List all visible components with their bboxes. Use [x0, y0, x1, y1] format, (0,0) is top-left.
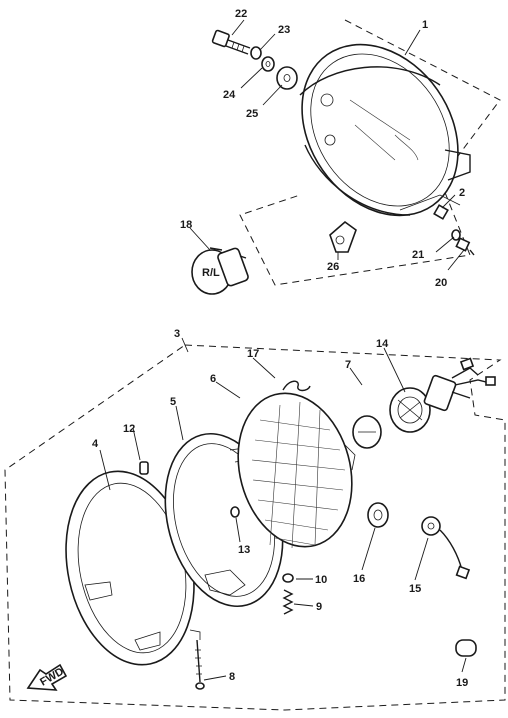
callout-labels: 22 23 1 24 25 2 18 21 26 20 3 14 17 7 6 …	[92, 8, 468, 689]
screw-8	[195, 639, 205, 690]
headlight-body	[299, 43, 471, 217]
bracket-26	[329, 220, 357, 253]
callout-2: 2	[459, 187, 465, 199]
callout-8: 8	[229, 671, 235, 683]
grommet-16	[367, 502, 389, 528]
socket-14	[389, 357, 496, 433]
spring-clip-17	[282, 380, 311, 392]
callout-9: 9	[316, 601, 322, 613]
callout-14: 14	[376, 338, 389, 350]
lens-unit-6	[237, 392, 356, 549]
washer-24	[261, 56, 275, 72]
callout-7: 7	[345, 359, 351, 371]
cap-19	[455, 639, 477, 657]
callout-1: 1	[422, 19, 428, 31]
callout-16: 16	[353, 573, 365, 585]
bulb-marking: R/L	[202, 267, 220, 279]
callout-13: 13	[238, 544, 250, 556]
nut-10	[282, 573, 294, 583]
leader-lines	[99, 19, 467, 681]
callout-24: 24	[223, 89, 236, 101]
callout-6: 6	[210, 373, 216, 385]
bulb-7	[352, 415, 382, 449]
callout-26: 26	[327, 261, 339, 273]
callout-23: 23	[278, 24, 290, 36]
washer-21	[451, 229, 461, 241]
screw-20	[455, 237, 475, 256]
bracket-15	[421, 516, 471, 580]
callout-18: 18	[180, 219, 192, 231]
callout-10: 10	[315, 574, 327, 586]
callout-21: 21	[412, 249, 424, 261]
spring-9	[282, 589, 294, 615]
forward-arrow-icon: FWD	[26, 663, 68, 691]
washer-23	[250, 46, 262, 60]
grommet-2	[433, 204, 449, 220]
callout-17: 17	[247, 348, 259, 360]
callout-12: 12	[123, 423, 135, 435]
callout-25: 25	[246, 108, 258, 120]
assembly-boundary-lower	[4, 344, 506, 711]
callout-5: 5	[170, 396, 176, 408]
assembly-boundary-upper	[239, 19, 501, 286]
callout-15: 15	[409, 583, 421, 595]
callout-19: 19	[456, 677, 468, 689]
screw-12	[139, 461, 149, 475]
callout-3: 3	[174, 328, 180, 340]
callout-4: 4	[92, 438, 99, 450]
washer-25	[276, 66, 298, 90]
bulb-18: R/L	[191, 247, 249, 295]
callout-22: 22	[235, 8, 247, 20]
screw-13	[230, 506, 240, 518]
bolt-22	[211, 29, 251, 55]
callout-20: 20	[435, 277, 447, 289]
